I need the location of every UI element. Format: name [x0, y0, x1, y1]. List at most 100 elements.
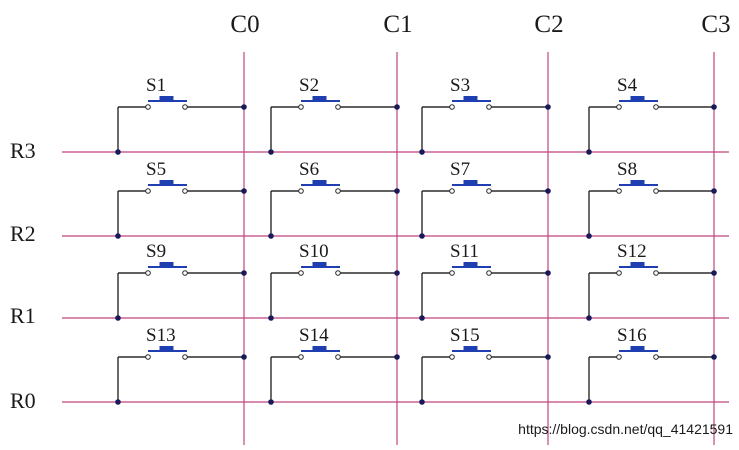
switch-contact — [182, 270, 188, 276]
junction-dot — [586, 399, 592, 405]
switch-contact — [335, 354, 341, 360]
junction-dot — [586, 315, 592, 321]
switch-plunger — [463, 262, 478, 267]
bus-lines — [62, 52, 729, 445]
junction-dot — [241, 104, 247, 110]
switch-contact — [335, 188, 341, 194]
switch-contact — [145, 354, 151, 360]
junction-dot — [268, 149, 274, 155]
switch-contact — [653, 354, 659, 360]
junction-dot — [268, 399, 274, 405]
switch-label-s14: S14 — [299, 325, 329, 346]
switch-contact — [616, 354, 622, 360]
switch-contact — [449, 188, 455, 194]
junction-dot — [711, 104, 717, 110]
switch-plunger — [630, 262, 645, 267]
switch-plunger — [159, 346, 174, 351]
switch-label-s8: S8 — [617, 159, 637, 180]
switch-contact — [298, 104, 304, 110]
switch-plunger — [463, 180, 478, 185]
switch-s13: S13 — [115, 325, 247, 405]
switch-contact — [182, 188, 188, 194]
switch-plunger — [312, 262, 327, 267]
switch-contact — [449, 104, 455, 110]
switch-contact — [145, 270, 151, 276]
switch-contact — [486, 188, 492, 194]
junction-dot — [115, 315, 121, 321]
junction-dot — [241, 270, 247, 276]
switch-label-s6: S6 — [299, 159, 319, 180]
switch-contact — [145, 188, 151, 194]
switch-s3: S3 — [419, 75, 551, 155]
switch-contact — [298, 270, 304, 276]
switch-plunger — [312, 180, 327, 185]
junction-dot — [394, 270, 400, 276]
watermark-text: https://blog.csdn.net/qq_41421591 — [518, 421, 733, 437]
switch-s9: S9 — [115, 241, 247, 321]
junction-dot — [394, 354, 400, 360]
switch-label-s7: S7 — [450, 159, 470, 180]
junction-dot — [241, 188, 247, 194]
switch-contact — [486, 104, 492, 110]
switch-contact — [298, 354, 304, 360]
switch-contact — [335, 270, 341, 276]
junction-dot — [115, 233, 121, 239]
junction-dot — [419, 399, 425, 405]
junction-dot — [586, 149, 592, 155]
switch-s8: S8 — [586, 159, 717, 239]
switch-contact — [616, 270, 622, 276]
switch-contact — [653, 270, 659, 276]
junction-dot — [586, 233, 592, 239]
switch-contact — [449, 354, 455, 360]
row-label-r3: R3 — [10, 138, 36, 163]
junction-dot — [419, 315, 425, 321]
switch-contact — [449, 270, 455, 276]
switch-s7: S7 — [419, 159, 551, 239]
switch-s12: S12 — [586, 241, 717, 321]
switch-label-s9: S9 — [146, 241, 166, 262]
switch-plunger — [463, 346, 478, 351]
row-label-r0: R0 — [10, 388, 36, 413]
switch-plunger — [312, 346, 327, 351]
switch-plunger — [630, 346, 645, 351]
row-label-r2: R2 — [10, 221, 36, 246]
switch-label-s3: S3 — [450, 75, 470, 96]
switch-s14: S14 — [268, 325, 400, 405]
switch-contact — [182, 104, 188, 110]
junction-dot — [545, 104, 551, 110]
junction-dot — [711, 270, 717, 276]
column-label-c0: C0 — [230, 11, 259, 38]
switch-label-s2: S2 — [299, 75, 319, 96]
switch-plunger — [630, 180, 645, 185]
junction-dot — [394, 188, 400, 194]
switch-plunger — [630, 96, 645, 101]
junction-dot — [394, 104, 400, 110]
switch-s5: S5 — [115, 159, 247, 239]
switch-plunger — [159, 180, 174, 185]
switch-contact — [616, 188, 622, 194]
switch-label-s5: S5 — [146, 159, 166, 180]
switch-label-s1: S1 — [146, 75, 166, 96]
switch-contact — [653, 104, 659, 110]
switch-contact — [298, 188, 304, 194]
switch-s15: S15 — [419, 325, 551, 405]
switch-contact — [486, 354, 492, 360]
switch-label-s11: S11 — [450, 241, 479, 262]
switch-contact — [616, 104, 622, 110]
switch-label-s12: S12 — [617, 241, 647, 262]
switch-plunger — [159, 262, 174, 267]
junction-dot — [545, 188, 551, 194]
switch-contact — [145, 104, 151, 110]
row-label-r1: R1 — [10, 303, 36, 328]
switch-plunger — [312, 96, 327, 101]
switch-label-s10: S10 — [299, 241, 329, 262]
column-label-c3: C3 — [701, 11, 730, 38]
switch-s11: S11 — [419, 241, 551, 321]
switch-plunger — [159, 96, 174, 101]
switch-label-s13: S13 — [146, 325, 176, 346]
junction-dot — [545, 354, 551, 360]
switch-contact — [653, 188, 659, 194]
